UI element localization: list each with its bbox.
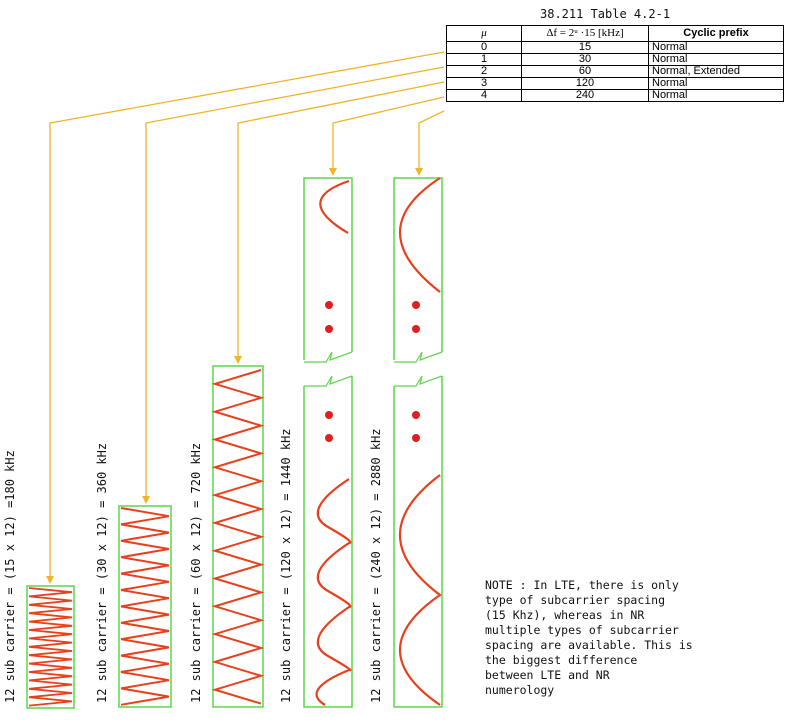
continuation-dot	[412, 434, 420, 442]
wave-120khz-top	[319, 179, 350, 234]
arrowhead	[142, 496, 150, 504]
label-240khz: 12 sub carrier = (240 x 12) = 2880 kHz	[369, 428, 383, 703]
arrow-line	[237, 81, 445, 358]
table-header-row: μ Δf = 2ᵘ ·15 [kHz] Cyclic prefix	[446, 25, 784, 42]
cell-spacing: 120	[521, 77, 649, 90]
label-120khz: 12 sub carrier = (120 x 12) = 1440 kHz	[279, 428, 293, 703]
table-row: 4 240 Normal	[446, 89, 784, 102]
numerology-table: μ Δf = 2ᵘ ·15 [kHz] Cyclic prefix 0 15 N…	[446, 25, 784, 102]
continuation-dot	[325, 411, 333, 419]
arrow-line	[49, 51, 445, 578]
header-subcarrier-spacing: Δf = 2ᵘ ·15 [kHz]	[521, 25, 649, 42]
wave-240khz-bottom	[398, 474, 442, 706]
header-mu: μ	[446, 25, 522, 42]
continuation-dot	[412, 301, 420, 309]
wave-15khz	[28, 587, 73, 707]
cell-mu: 1	[446, 53, 522, 66]
lte-vs-nr-note: NOTE : In LTE, there is only type of sub…	[485, 578, 693, 697]
cell-spacing: 30	[521, 53, 649, 66]
header-cyclic-prefix: Cyclic prefix	[648, 25, 784, 42]
subcarrier-box-240khz-bottom	[393, 376, 443, 708]
cell-spacing: 15	[521, 41, 649, 54]
label-30khz: 12 sub carrier = (30 x 12) = 360 kHz	[95, 442, 109, 703]
cell-cp: Normal	[648, 77, 784, 90]
continuation-dot	[325, 325, 333, 333]
arrow-leaders	[46, 51, 445, 584]
label-60khz: 12 sub carrier = (60 x 12) = 720 kHz	[189, 442, 203, 703]
cell-cp: Normal	[648, 89, 784, 102]
table-row: 0 15 Normal	[446, 41, 784, 54]
table-title: 38.211 Table 4.2-1	[540, 7, 671, 21]
subcarrier-box-120khz-top	[303, 177, 353, 360]
wave-30khz	[120, 507, 170, 706]
cell-cp: Normal	[648, 41, 784, 54]
wave-120khz-bottom	[315, 478, 352, 706]
arrow-line	[145, 66, 445, 498]
arrowhead	[234, 356, 242, 364]
continuation-dot	[325, 301, 333, 309]
table-row: 2 60 Normal, Extended	[446, 65, 784, 78]
cell-spacing: 240	[521, 89, 649, 102]
label-15khz: 12 sub carrier = (15 x 12) =180 kHz	[3, 450, 17, 703]
table-row: 1 30 Normal	[446, 53, 784, 66]
subcarrier-box-30khz	[118, 505, 172, 708]
arrow-line	[418, 110, 445, 170]
continuation-dot	[325, 434, 333, 442]
cell-cp: Normal, Extended	[648, 65, 784, 78]
cell-mu: 4	[446, 89, 522, 102]
arrowhead	[46, 576, 54, 584]
subcarrier-box-120khz-break-bottom	[304, 375, 353, 387]
subcarrier-box-240khz-break-bottom	[394, 375, 443, 387]
continuation-dot	[412, 411, 420, 419]
arrowhead	[415, 168, 423, 176]
subcarrier-box-240khz-top	[393, 177, 443, 360]
cell-mu: 3	[446, 77, 522, 90]
wave-240khz-top	[398, 177, 441, 293]
table-row: 3 120 Normal	[446, 77, 784, 90]
subcarrier-box-120khz-bottom	[303, 376, 353, 708]
cell-spacing: 60	[521, 65, 649, 78]
arrowhead	[329, 168, 337, 176]
cell-mu: 2	[446, 65, 522, 78]
wave-60khz	[211, 369, 265, 705]
subcarrier-box-15khz	[26, 585, 75, 709]
arrow-line	[332, 96, 445, 170]
continuation-dot	[412, 325, 420, 333]
cell-cp: Normal	[648, 53, 784, 66]
subcarrier-blocks	[26, 177, 443, 709]
subcarrier-box-240khz-break-top	[394, 351, 443, 363]
cell-mu: 0	[446, 41, 522, 54]
subcarrier-box-120khz-break-top	[304, 351, 353, 363]
